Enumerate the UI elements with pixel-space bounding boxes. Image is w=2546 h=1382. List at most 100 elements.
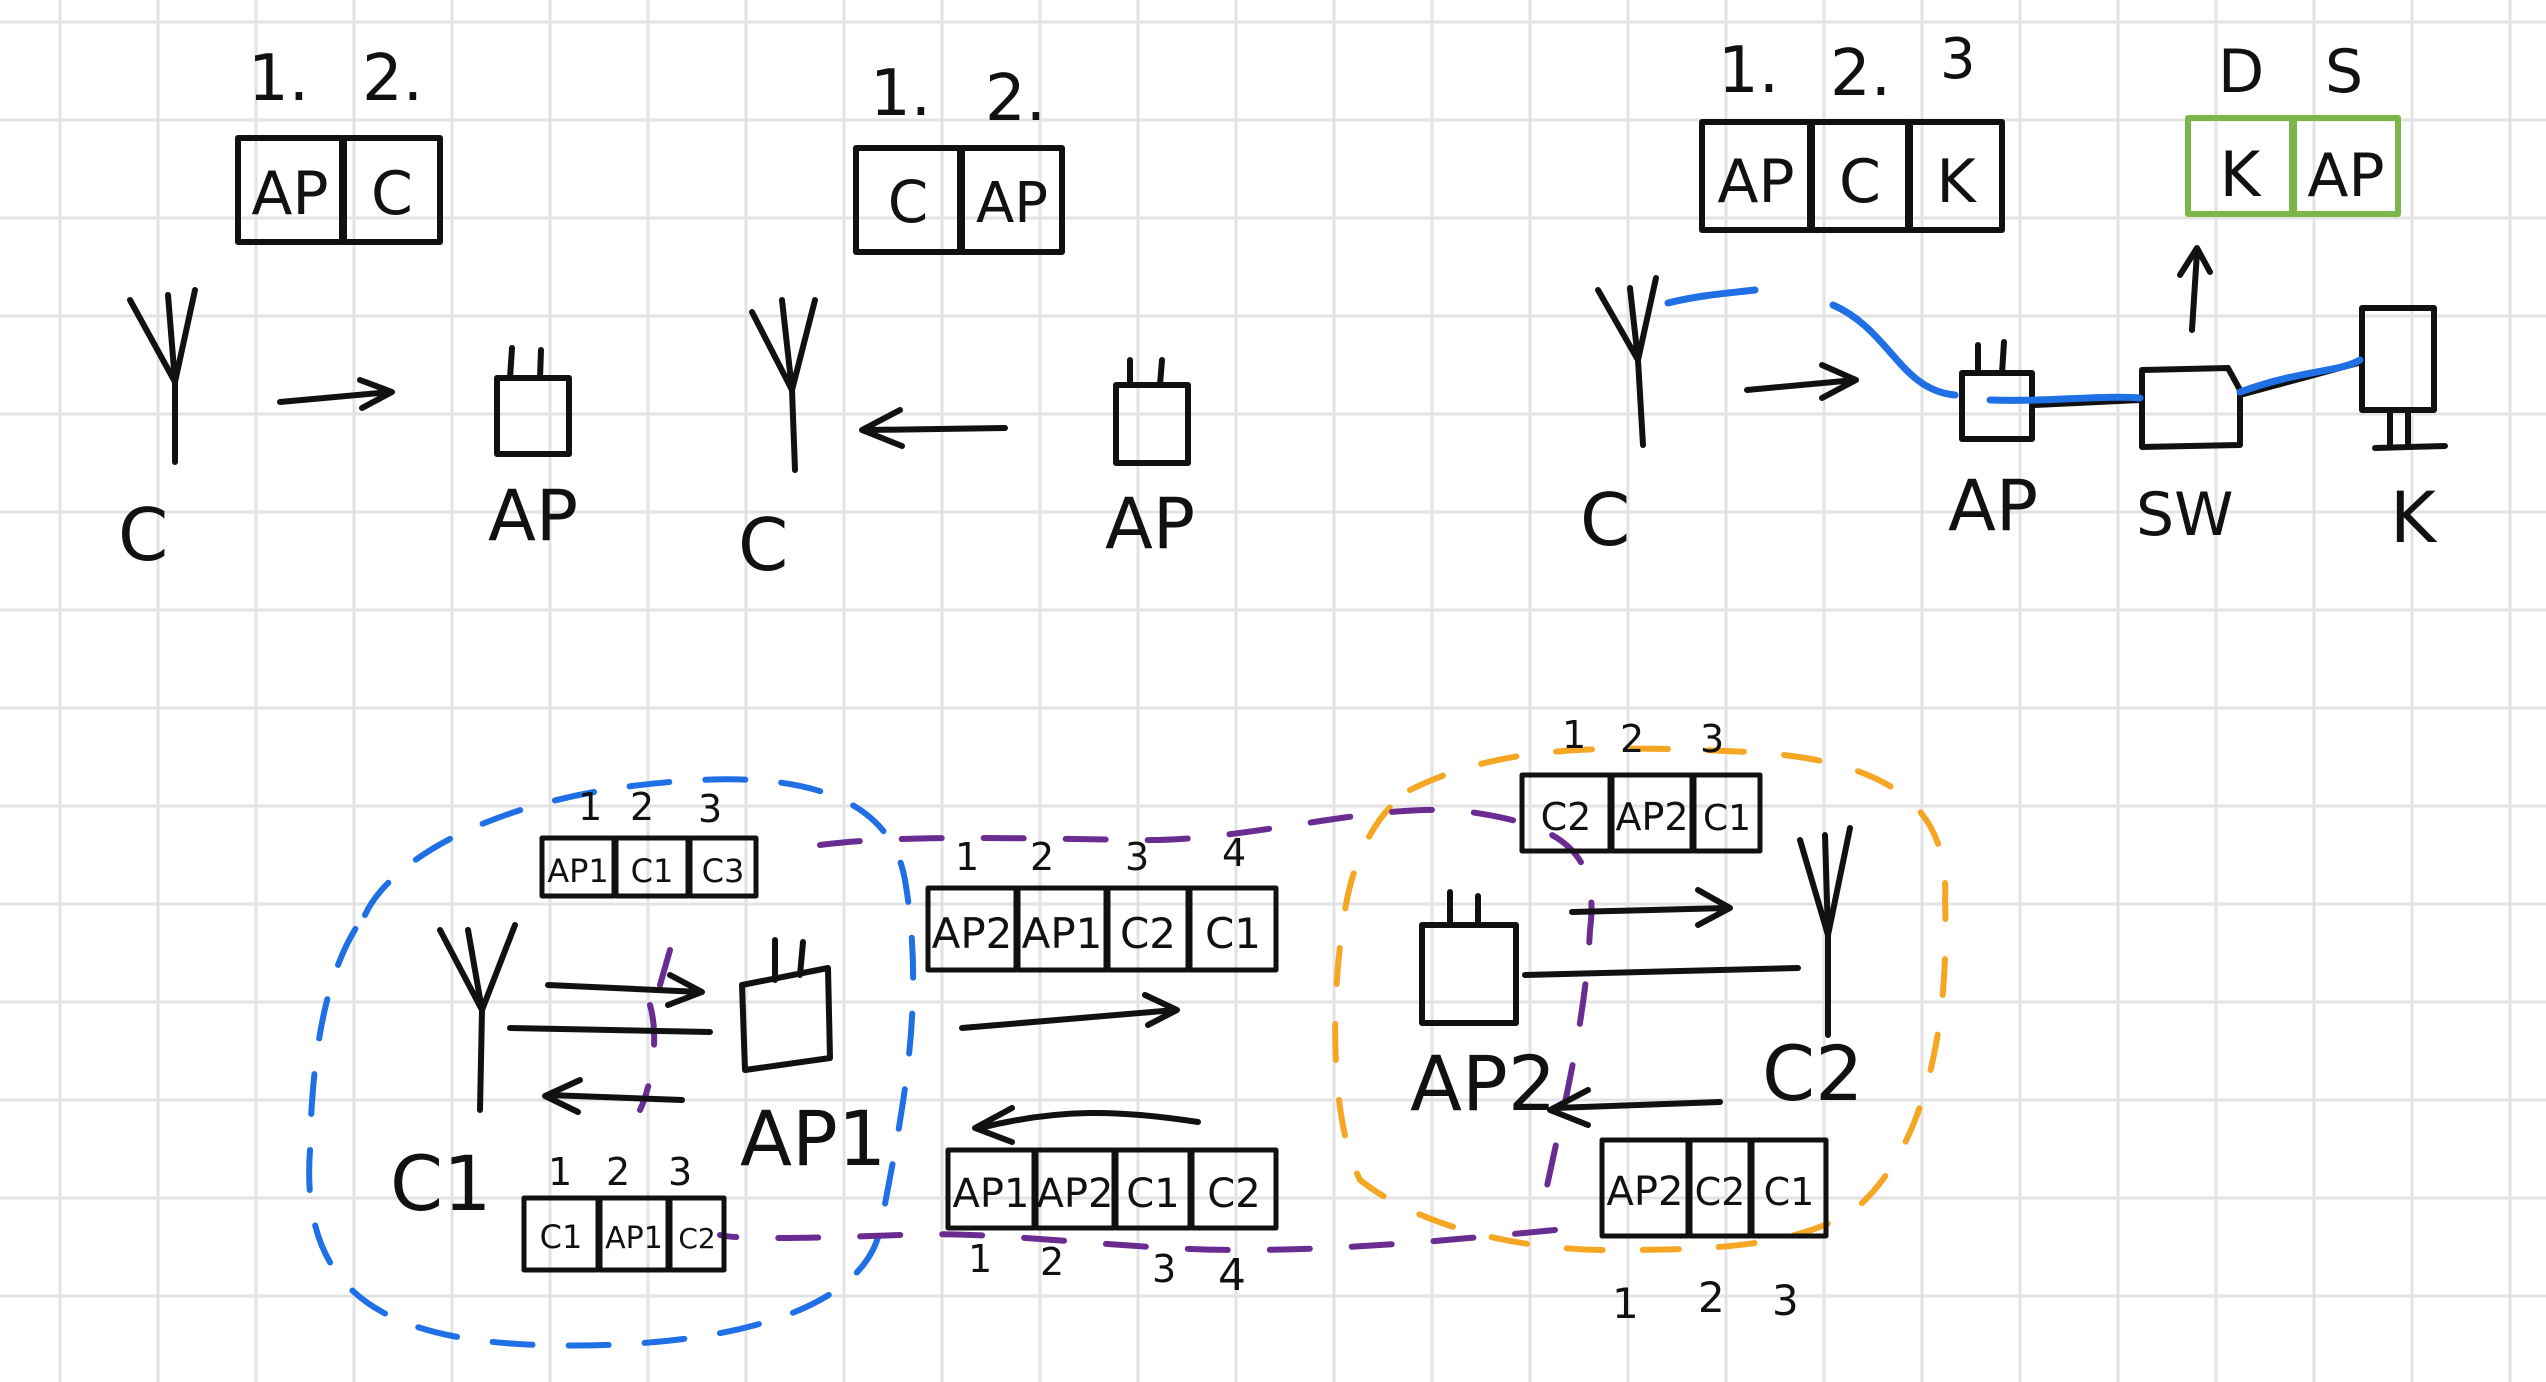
- client-label: C: [738, 503, 788, 587]
- order-num: 1: [548, 1150, 572, 1194]
- order-num: 3: [668, 1150, 692, 1194]
- frame-cell: AP: [2307, 141, 2384, 211]
- server-icon: [2359, 305, 2448, 451]
- frame-cell: C2: [1207, 1171, 1260, 1217]
- order-num: 2: [1030, 835, 1054, 879]
- order-num: 2: [630, 785, 654, 829]
- access-point-icon-ap1: [739, 937, 833, 1073]
- order-2: 2.: [362, 42, 423, 116]
- frame-cell: AP: [976, 171, 1048, 236]
- frame-cell: AP: [251, 159, 328, 229]
- access-point-icon: [1959, 339, 2035, 442]
- antenna-icon: [1595, 275, 1659, 448]
- frame-cell: C1: [1205, 909, 1261, 958]
- link-line: [507, 1025, 713, 1035]
- order-1: 1.: [1718, 34, 1779, 108]
- ap-label: AP: [1105, 483, 1195, 565]
- frame-cell: C3: [702, 852, 745, 890]
- arrow-right-icon: [277, 377, 395, 411]
- frame-cell: AP1: [547, 852, 609, 890]
- sketch-3: 1. 2. 3 AP C K D S K AP: [1580, 27, 2448, 562]
- ap-label: AP: [1948, 465, 2038, 547]
- arrow-left-icon: [542, 1077, 685, 1115]
- access-point-icon: [1113, 357, 1191, 466]
- frame-cell: C2: [1541, 795, 1592, 839]
- order-num: 3: [1152, 1247, 1176, 1291]
- right-bottom-frame: AP2 C2 C1 1 2 3: [1599, 1137, 1829, 1328]
- ap-label: AP: [488, 475, 578, 557]
- frame-cell: C1: [1126, 1171, 1179, 1217]
- order-2: 2.: [1830, 37, 1891, 111]
- arrow-up-icon: [2177, 245, 2213, 333]
- frame-cell: C2: [678, 1222, 715, 1255]
- frame-cell: C1: [1764, 1170, 1815, 1214]
- order-num: 2: [606, 1150, 630, 1194]
- link-line: [1522, 965, 1801, 978]
- order-2: 2.: [985, 62, 1046, 136]
- frame-cell: AP2: [1615, 795, 1688, 839]
- ap1-label: AP1: [740, 1094, 886, 1183]
- order-num: 4: [1222, 831, 1246, 875]
- right-top-frame: 1 2 3 C2 AP2 C1: [1519, 713, 1763, 854]
- antenna-icon: [749, 297, 818, 473]
- ap2-label: AP2: [1410, 1039, 1556, 1128]
- frame-cell: C1: [1703, 798, 1751, 839]
- antenna-icon: [127, 287, 198, 465]
- order-num: 1: [955, 835, 979, 879]
- green-frame: D S K AP: [2185, 37, 2401, 217]
- frame-cell: C2: [1695, 1170, 1746, 1214]
- frame-cell: AP2: [932, 909, 1013, 958]
- order-num: 3: [1700, 717, 1724, 761]
- arrow-right-icon: [545, 972, 705, 1008]
- arrow-right-icon: [1569, 887, 1733, 928]
- sketch-1: 1. 2. AP C C AP: [118, 42, 578, 577]
- order-s: S: [2325, 37, 2363, 107]
- antenna-icon-c2: [1797, 825, 1853, 1038]
- order-num: 2: [1698, 1273, 1725, 1322]
- frame-cell: C: [1839, 147, 1881, 217]
- host-label: K: [2390, 477, 2438, 559]
- frame-cell: C: [888, 168, 929, 236]
- switch-icon: [2139, 365, 2243, 450]
- order-3: 3: [1940, 27, 1976, 92]
- mid-top-frame: 1 2 3 4 AP2 AP1 C2 C1: [925, 831, 1279, 973]
- switch-label: SW: [2136, 480, 2233, 550]
- order-num: 1: [968, 1237, 992, 1281]
- arrow-left-icon: [972, 1105, 1201, 1145]
- arrow-right-icon: [959, 992, 1180, 1031]
- order-num: 3: [1125, 835, 1149, 879]
- access-point-icon-ap2: [1419, 889, 1519, 1026]
- order-num: 3: [698, 787, 722, 831]
- c2-label: C2: [1762, 1029, 1863, 1118]
- order-1: 1.: [248, 42, 309, 116]
- bottom-diagram: 1 2 3 AP1 C1 C3 C1 AP1: [306, 713, 1949, 1349]
- order-num: 1: [578, 785, 602, 829]
- frame-cell: AP2: [1607, 1169, 1684, 1215]
- order-num: 2: [1040, 1240, 1064, 1284]
- order-1: 1.: [870, 57, 931, 131]
- left-top-frame: 1 2 3 AP1 C1 C3: [539, 785, 759, 899]
- client-label: C: [1580, 478, 1630, 562]
- order-d: D: [2218, 37, 2264, 107]
- frame-cell: AP1: [605, 1221, 663, 1256]
- data-path: [1664, 286, 2364, 404]
- frame-cell: AP2: [1037, 1171, 1114, 1217]
- order-num: 1: [1612, 1279, 1639, 1328]
- sketch-2: 1. 2. C AP C AP: [738, 57, 1195, 587]
- order-num: 2: [1620, 717, 1644, 761]
- access-point-icon: [494, 345, 572, 457]
- blue-group-outline: [306, 776, 917, 1349]
- frame-cell: C1: [631, 852, 674, 890]
- frame-cell: K: [1936, 147, 1977, 217]
- frame-cell: AP: [1717, 147, 1794, 217]
- frame-cell: C2: [1120, 909, 1176, 958]
- arrow-left-icon: [859, 407, 1008, 449]
- order-num: 4: [1218, 1250, 1246, 1301]
- frame-box: C AP: [853, 145, 1065, 255]
- frame-box: AP C K: [1699, 119, 2005, 233]
- frame-cell: C1: [540, 1218, 583, 1256]
- frame-cell: AP1: [1022, 909, 1103, 958]
- client-label: C: [118, 493, 168, 577]
